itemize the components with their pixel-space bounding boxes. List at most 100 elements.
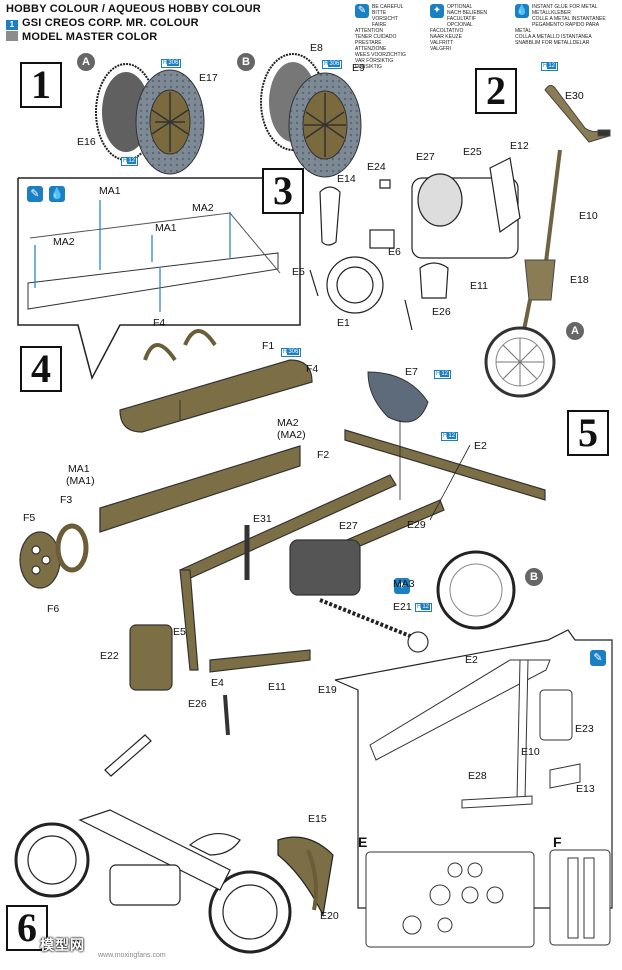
- part-label: E21: [393, 601, 412, 613]
- step5-frame: [129, 429, 546, 736]
- step-number-4: 4: [20, 346, 62, 392]
- step-number-6: 6: [6, 905, 48, 951]
- part-label: E27: [416, 151, 435, 163]
- sprue-f: [549, 849, 611, 946]
- part-label: E5: [292, 266, 305, 278]
- part-label: MA1: [68, 463, 90, 475]
- part-label: MA3: [393, 578, 415, 590]
- part-label: E28: [468, 770, 487, 782]
- part-label: E16: [77, 136, 96, 148]
- optional-text: OPTIONAL NACH BELIEBEN FACULTATIF OPCION…: [430, 4, 488, 52]
- part-label: E31: [253, 513, 272, 525]
- seat-shape: [367, 371, 429, 423]
- part-label: E2: [474, 440, 487, 452]
- gsi-label: GSI CREOS CORP. MR. COLOUR: [22, 17, 199, 29]
- part-label: E1: [337, 317, 350, 329]
- part-label: E9: [352, 62, 365, 74]
- paint-code: H12: [541, 62, 559, 71]
- part-label: E2: [465, 654, 478, 666]
- part-label: E10: [579, 210, 598, 222]
- part-label: MA2: [277, 417, 299, 429]
- part-label: E6: [388, 246, 401, 258]
- caution-icon: ✎: [355, 4, 369, 18]
- part-label: E7: [405, 366, 418, 378]
- step3-engine: [309, 157, 521, 331]
- part-label: E23: [575, 723, 594, 735]
- part-label: F5: [23, 512, 36, 524]
- paint-code: H12: [441, 432, 459, 441]
- part-label: E5: [173, 626, 186, 638]
- part-label: E24: [367, 161, 386, 173]
- optional-icon: ✦: [430, 4, 444, 18]
- legend-model-master: MODEL MASTER COLOR: [6, 31, 157, 43]
- part-label: E11: [470, 280, 488, 292]
- ref-b-circle: B: [237, 53, 255, 71]
- part-label: E14: [337, 173, 356, 185]
- part-label: E8: [310, 42, 323, 54]
- part-label: E18: [570, 274, 589, 286]
- part-label: (MA1): [66, 475, 95, 487]
- glue-box: 💧 INSTANT GLUE FOR METAL METALLKLEBER CO…: [515, 4, 615, 46]
- sprue-e-label: E: [358, 834, 368, 850]
- optional-icon: ✦: [394, 578, 410, 594]
- part-label: E29: [407, 519, 426, 531]
- step1-wheels: [95, 53, 362, 178]
- part-label: E27: [339, 520, 358, 532]
- paint-code: H306: [322, 60, 343, 69]
- part-label: MA2: [192, 202, 214, 214]
- caution-icon: ✎: [27, 186, 43, 202]
- mm-label: MODEL MASTER COLOR: [22, 31, 158, 43]
- part-label: (MA2): [277, 429, 306, 441]
- part-label: F6: [47, 603, 60, 615]
- part-label: E19: [318, 684, 337, 696]
- part-label: E25: [463, 146, 482, 158]
- part-label: E10: [521, 746, 540, 758]
- ref-a-circle: A: [77, 53, 95, 71]
- part-label: E26: [432, 306, 451, 318]
- caution-box: ✎ BE CAREFUL BITTE VORSICHT FAIRE ATTENT…: [355, 4, 413, 70]
- part-label: E4: [211, 677, 224, 689]
- part-label: E13: [576, 783, 595, 795]
- part-label: E26: [188, 698, 207, 710]
- hobby-colour-label: HOBBY COLOUR / AQUEOUS HOBBY COLOUR: [6, 3, 261, 15]
- part-label: F4: [306, 363, 319, 375]
- ref-b-circle: B: [525, 568, 543, 586]
- step6-motorcycle: [14, 734, 334, 954]
- inset-panel: [17, 177, 301, 381]
- gsi-badge-icon: 1: [6, 20, 18, 30]
- legend-gsi: 1 GSI CREOS CORP. MR. COLOUR: [6, 17, 199, 30]
- glue-icon: 💧: [515, 4, 529, 18]
- caution-icon: ✎: [590, 650, 606, 666]
- caution-text: BE CAREFUL BITTE VORSICHT FAIRE ATTENTIO…: [355, 4, 406, 70]
- legend-hobby-colour: HOBBY COLOUR / AQUEOUS HOBBY COLOUR: [6, 3, 261, 15]
- part-label: E15: [308, 813, 327, 825]
- part-label: E12: [510, 140, 529, 152]
- part-label: F1: [262, 340, 275, 352]
- part-label: E22: [100, 650, 119, 662]
- part-label: F2: [317, 449, 330, 461]
- optional-box: ✦ OPTIONAL NACH BELIEBEN FACULTATIF OPCI…: [430, 4, 488, 52]
- part-label: MA1: [99, 185, 121, 197]
- sprue-e: [365, 851, 535, 948]
- detail-inset: [334, 629, 613, 909]
- step4-pannier: [19, 329, 313, 589]
- part-label: F3: [60, 494, 73, 506]
- step-number-1: 1: [20, 62, 62, 108]
- step-number-2: 2: [475, 68, 517, 114]
- glue-icon: 💧: [49, 186, 65, 202]
- ref-a-circle: A: [566, 322, 584, 340]
- paint-code: H306: [281, 348, 302, 357]
- step2-fork: [484, 84, 611, 398]
- sprue-f-label: F: [553, 834, 562, 850]
- part-label: E17: [199, 72, 218, 84]
- part-label: E30: [565, 90, 584, 102]
- part-label: MA1: [155, 222, 177, 234]
- part-label: MA2: [53, 236, 75, 248]
- paint-code: H306: [161, 59, 182, 68]
- part-label: F4: [153, 317, 166, 329]
- mm-swatch-icon: [6, 31, 18, 41]
- part-label: E20: [320, 910, 339, 922]
- paint-code: H12: [121, 157, 139, 166]
- glue-text: INSTANT GLUE FOR METAL METALLKLEBER COLL…: [515, 4, 606, 46]
